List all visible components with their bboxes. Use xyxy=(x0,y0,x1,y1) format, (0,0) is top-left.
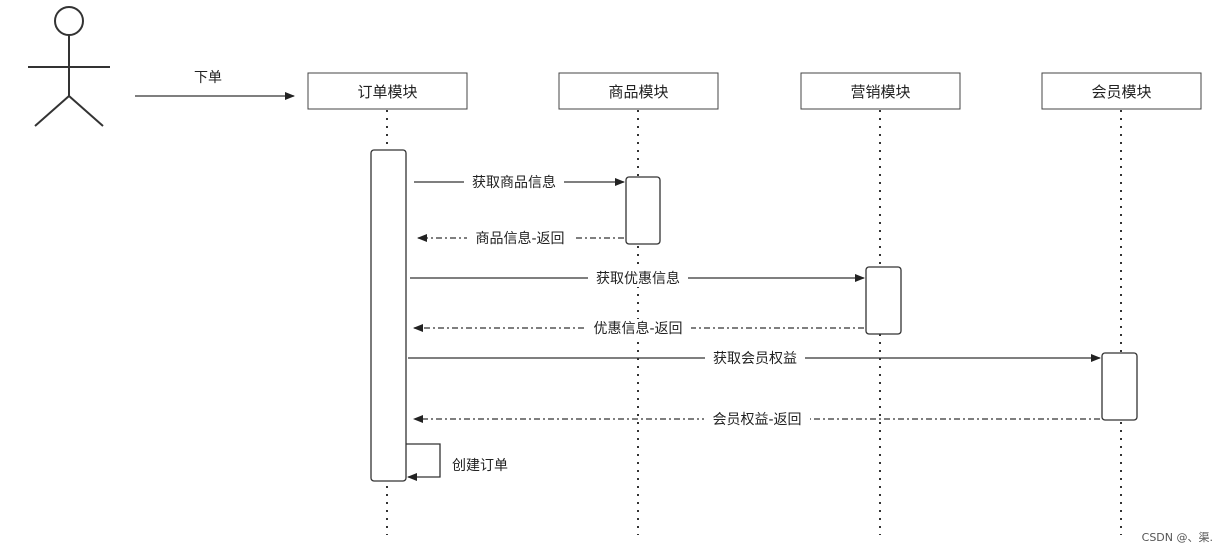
participant-box-marketing xyxy=(800,72,961,110)
activation-bar-member xyxy=(1101,352,1138,421)
message-discount-info-return: 优惠信息-返回 xyxy=(413,319,864,337)
actor-right-leg xyxy=(68,95,104,127)
participant-product: 商品模块 xyxy=(558,72,719,110)
message-label: 获取优惠信息 xyxy=(596,270,680,287)
message-label: 获取商品信息 xyxy=(472,174,556,191)
message-product-info-return: 商品信息-返回 xyxy=(417,229,624,247)
participant-marketing: 营销模块 xyxy=(800,72,961,110)
message-label: 优惠信息-返回 xyxy=(593,320,682,337)
participant-box-member xyxy=(1041,72,1202,110)
participant-box-order xyxy=(307,72,468,110)
activation-bar-product xyxy=(625,176,661,245)
participant-member: 会员模块 xyxy=(1041,72,1202,110)
message-label: 会员权益-返回 xyxy=(712,412,801,428)
initial-message-label: 下单 xyxy=(194,70,222,86)
message-label: 创建订单 xyxy=(452,458,508,474)
actor-figure xyxy=(28,6,110,127)
participant-order: 订单模块 xyxy=(307,72,468,110)
watermark: CSDN @、渠. xyxy=(1141,531,1213,544)
message-get-member-benefits: 获取会员权益 xyxy=(408,349,1101,367)
participant-label-marketing: 营销模块 xyxy=(850,83,910,101)
message-label: 商品信息-返回 xyxy=(475,230,564,247)
initial-message: 下单 xyxy=(135,70,295,100)
participant-label-member: 会员模块 xyxy=(1091,83,1151,101)
message-get-discount-info: 获取优惠信息 xyxy=(410,269,865,287)
participant-label-product: 商品模块 xyxy=(608,83,668,101)
message-self-arrow xyxy=(406,443,441,481)
actor-head xyxy=(54,6,84,36)
message-member-benefits-return: 会员权益-返回 xyxy=(413,410,1100,428)
message-get-product-info: 获取商品信息 xyxy=(414,173,625,191)
activation-bar-order xyxy=(370,149,407,482)
activation-bar-marketing xyxy=(865,266,902,335)
participant-box-product xyxy=(558,72,719,110)
message-label: 获取会员权益 xyxy=(713,351,797,367)
participant-label-order: 订单模块 xyxy=(357,83,417,101)
actor-left-leg xyxy=(34,95,70,127)
message-create-order-self: 创建订单 xyxy=(406,443,508,481)
